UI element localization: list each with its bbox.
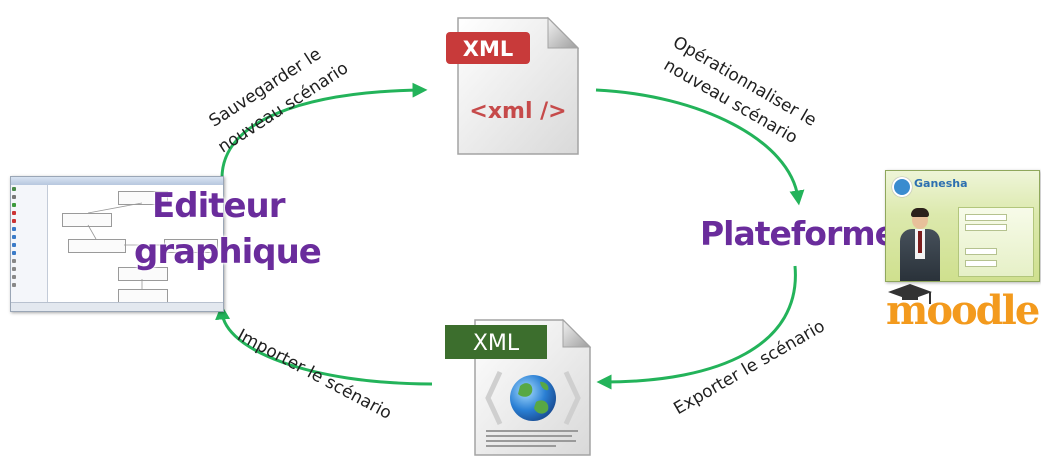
platform-title: Plateforme [700,214,897,253]
editor-titlebar [11,177,223,185]
editor-node-box [62,213,112,227]
editor-node-box [118,267,168,281]
editor-node-box [118,191,168,205]
editor-node-box [164,239,218,253]
label-import: Importer le scénario [234,325,395,423]
xml-badge-bottom [445,325,547,359]
moodle-logo: moodle [886,284,1040,328]
editor-palette [11,185,48,303]
ganesha-logo-icon [892,177,912,197]
xml-badge-top [446,32,530,64]
ganesha-login-panel [958,207,1034,277]
editor-title-line1: Editeur [152,186,286,226]
editor-connectors [87,202,164,289]
globe-icon [510,375,556,421]
editor-workarea [48,185,223,303]
editor-tabs [11,302,223,311]
moodle-logo-text: moodle [886,287,1039,328]
editor-node-box [68,239,126,253]
graduation-cap-icon [888,284,932,304]
arrow-export [596,265,797,390]
xml-file-icon-bottom: XML [445,318,592,456]
xml-badge-bottom-text: XML [473,331,520,356]
ganesha-logo-text: Ganesha [914,177,968,190]
ganesha-screenshot: Ganesha [885,170,1040,282]
graphic-editor-screenshot [10,176,224,312]
label-export: Exporter le scénario [670,316,828,419]
arrow-save [220,82,428,179]
arrow-operationalize [595,88,805,206]
xml-file-icon-top: XML <xml /> [446,16,580,155]
editor-title-line2: graphique [134,232,322,272]
xml-badge-top-text: XML [463,37,513,61]
arrow-import [215,304,433,386]
document-text-lines [486,430,578,447]
xml-code-text: <xml /> [469,99,566,124]
